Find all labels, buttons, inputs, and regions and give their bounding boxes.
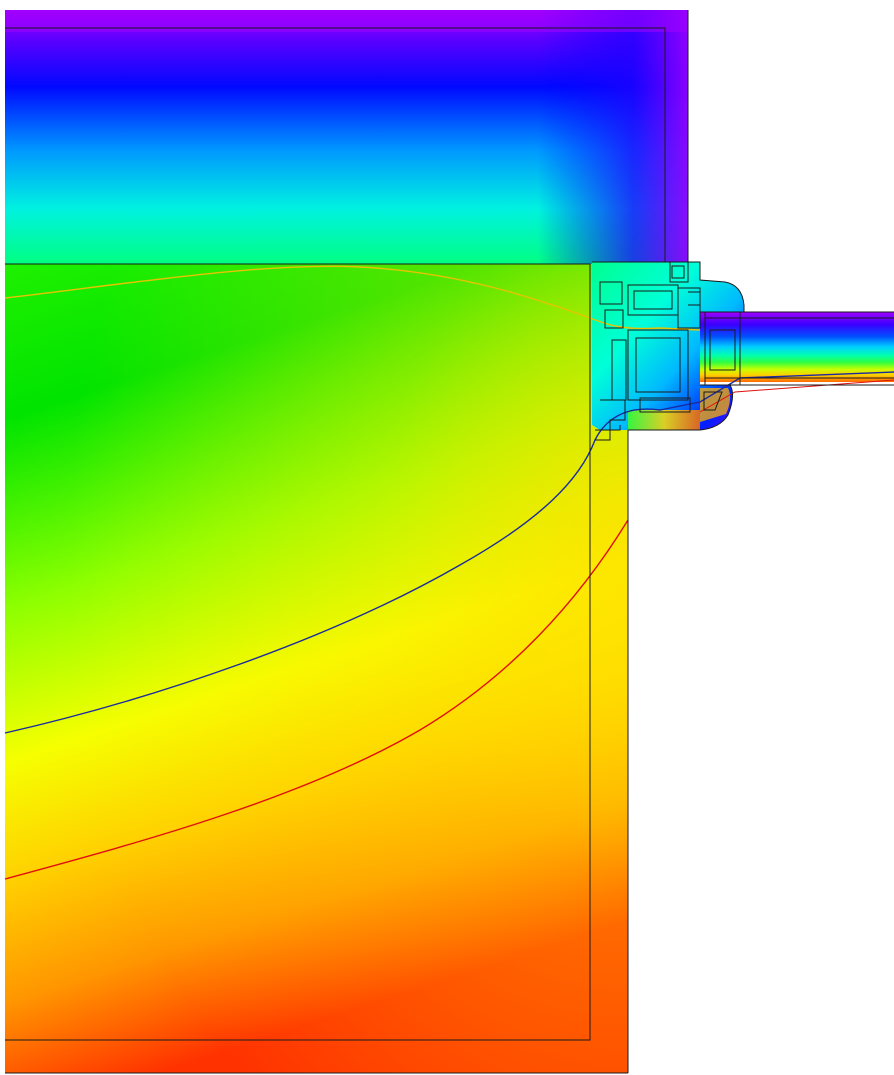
isotherm-lines bbox=[4, 265, 894, 880]
structure-outlines bbox=[5, 10, 894, 1074]
isotherm-upper bbox=[4, 265, 701, 331]
isotherm-lower bbox=[4, 519, 629, 880]
lower-block-region bbox=[5, 264, 628, 1073]
upper-wall-region bbox=[5, 10, 688, 265]
window-frame-profile bbox=[592, 262, 744, 430]
isotherm-middle bbox=[4, 371, 894, 734]
glass-pane-region bbox=[700, 312, 894, 382]
isotherm-lower-frame bbox=[699, 379, 894, 413]
